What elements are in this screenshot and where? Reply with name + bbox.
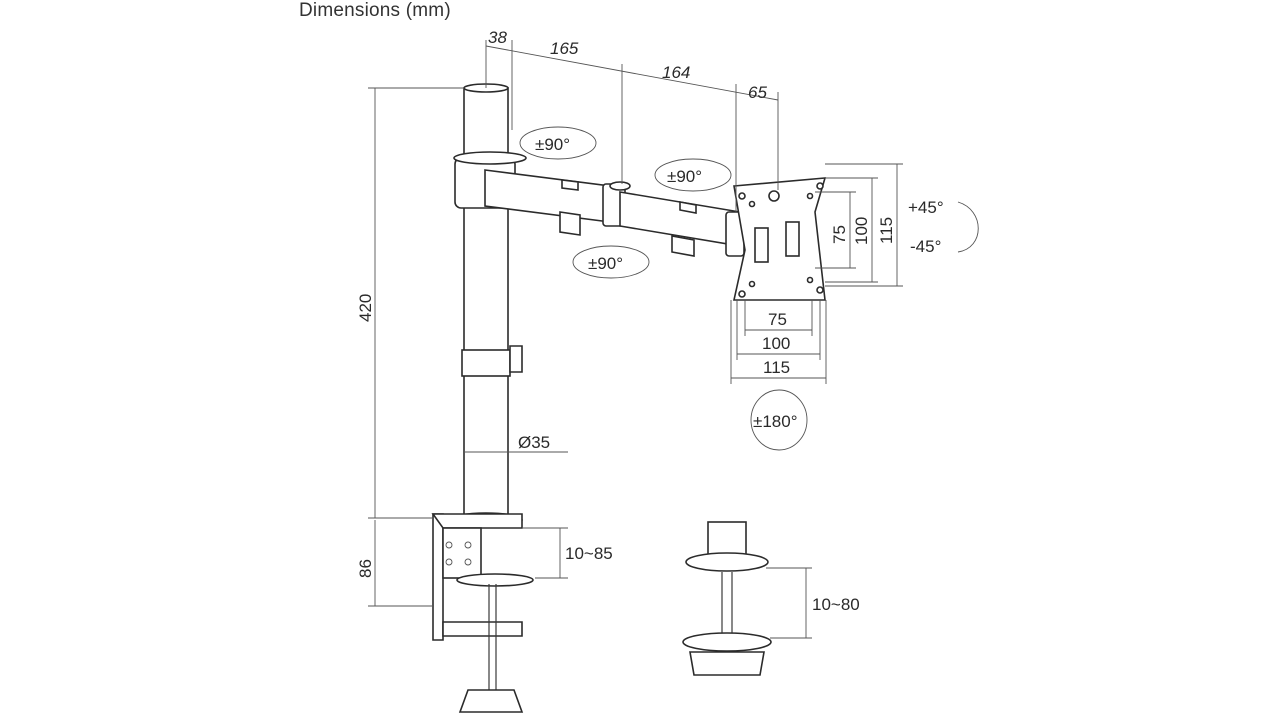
grommet-range-label: 10~80 [812, 595, 860, 614]
clamp-height-label: 86 [356, 559, 375, 578]
diagram-title: Dimensions (mm) [299, 0, 451, 21]
grommet-mount [682, 521, 772, 676]
head-offset-label: 65 [748, 83, 767, 102]
vesa-h-medium-label: 100 [762, 334, 790, 353]
arm-segment-2-label: 164 [662, 63, 690, 82]
vesa-h-small-label: 75 [768, 310, 787, 329]
elbow-swivel-label: ±90° [667, 167, 702, 186]
vesa-v-small-label: 75 [830, 225, 849, 244]
tilt-down-label: -45° [910, 237, 941, 256]
tilt-up-label: +45° [908, 198, 944, 217]
dimension-lines [368, 40, 903, 639]
vesa-plate [733, 177, 827, 301]
pole [449, 83, 523, 528]
arm-segment-1-label: 165 [550, 39, 579, 58]
pole-height-label: 420 [356, 294, 375, 322]
vesa-v-medium-label: 100 [852, 217, 871, 245]
arm-offset-label: 38 [488, 28, 507, 47]
pole-swivel-label: ±90° [535, 135, 570, 154]
desk-clamp [431, 513, 534, 713]
arm-swivel-label: ±90° [588, 254, 623, 273]
vesa-v-large-label: 115 [877, 217, 896, 244]
rotate-label: ±180° [753, 412, 798, 431]
rotation-indicators [519, 126, 979, 451]
arm [453, 151, 745, 257]
vesa-h-large-label: 115 [763, 358, 790, 377]
clamp-range-label: 10~85 [565, 544, 613, 563]
pole-diameter-label: Ø35 [518, 433, 550, 452]
